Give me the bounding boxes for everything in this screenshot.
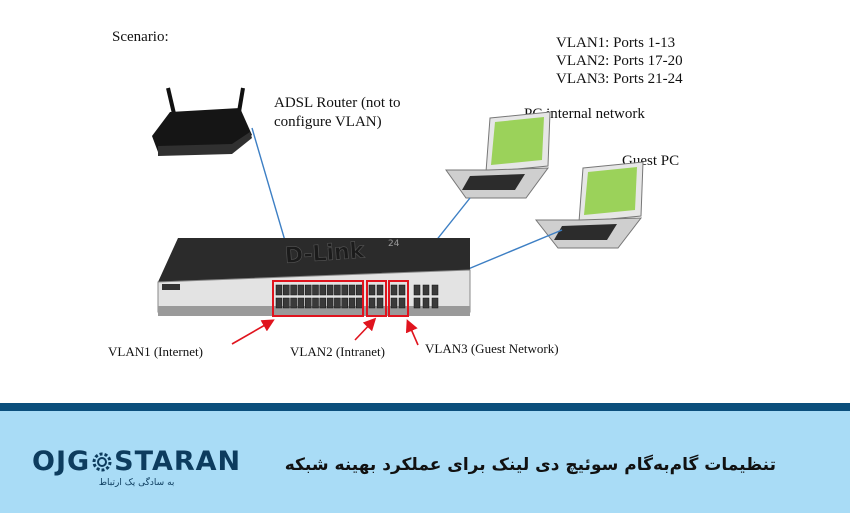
logo-tagline: به سادگی یک ارتباط (98, 478, 175, 488)
switch-port (390, 284, 398, 296)
switch-port (290, 284, 297, 296)
switch-port (304, 284, 312, 296)
switch-port (431, 284, 439, 296)
switch-port (290, 297, 297, 309)
footer-banner: OJG STARAN به سادگی یک ارتباط تنظیمات گا… (0, 411, 850, 513)
switch-port (368, 284, 376, 296)
ojgostaran-logo: OJG STARAN به سادگی یک ارتباط (32, 446, 242, 489)
vlan1-port-highlight (272, 280, 364, 317)
switch-brand-text: D-Link (284, 238, 367, 269)
switch-port (283, 297, 290, 309)
switch-port (319, 284, 327, 296)
switch-port (422, 297, 430, 309)
switch-port (413, 297, 421, 309)
switch-port (312, 284, 319, 296)
vlan3-port-highlight (388, 280, 409, 317)
diagram-graphics: D-Link 24 (152, 87, 644, 346)
switch-port (376, 284, 384, 296)
switch-port (341, 297, 348, 309)
switch-port (297, 284, 305, 296)
switch-port (283, 284, 290, 296)
switch-port (341, 284, 348, 296)
switch-port (431, 297, 439, 309)
switch-port (348, 297, 356, 309)
network-diagram: Scenario: VLAN1: Ports 1-13 VLAN2: Ports… (108, 29, 683, 359)
vlan3-label: VLAN3 (Guest Network) (425, 341, 559, 356)
switch-port (326, 284, 334, 296)
switch-port (376, 297, 384, 309)
footer-divider (0, 403, 850, 411)
vlan3-arrow (405, 319, 419, 346)
dlink-switch-icon: D-Link 24 (157, 238, 471, 316)
adsl-router-icon (152, 87, 252, 156)
vlan2-arrow (354, 317, 377, 341)
switch-port (422, 284, 430, 296)
switch-port (275, 297, 283, 309)
switch-port (326, 297, 334, 309)
vlan2-port-highlight (366, 280, 387, 317)
switch-port (413, 284, 421, 296)
switch-port (319, 297, 327, 309)
switch-port (356, 297, 363, 309)
footer-title: تنظیمات گام‌به‌گام سوئیچ دی لینک برای عم… (284, 455, 776, 475)
switch-port (398, 297, 406, 309)
logo-text-part2: STARAN (114, 446, 242, 477)
switch-port (334, 297, 341, 309)
guest-pc-laptop-icon (534, 161, 644, 249)
switch-port (398, 284, 406, 296)
vlan-list-item: VLAN2: Ports 17-20 (556, 53, 683, 69)
switch-port (334, 284, 341, 296)
gear-icon (91, 451, 113, 473)
switch-port (390, 297, 398, 309)
switch-port (297, 297, 305, 309)
pc-internal-laptop-icon (445, 111, 551, 199)
switch-port (312, 297, 319, 309)
vlan2-label: VLAN2 (Intranet) (290, 344, 385, 359)
switch-port (304, 297, 312, 309)
router-label-line2: configure VLAN) (274, 114, 382, 130)
router-label-line1: ADSL Router (not to (274, 95, 401, 111)
vlan1-arrow (231, 319, 275, 345)
switch-port (348, 284, 356, 296)
switch-port (368, 297, 376, 309)
vlan-list-item: VLAN1: Ports 1-13 (556, 35, 676, 51)
switch-port-count-text: 24 (388, 239, 400, 249)
switch-port (275, 284, 283, 296)
vlan1-label: VLAN1 (Internet) (108, 344, 203, 359)
vlan-list-item: VLAN3: Ports 21-24 (556, 71, 683, 87)
switch-port (356, 284, 363, 296)
vlan-port-list: VLAN1: Ports 1-13 VLAN2: Ports 17-20 VLA… (556, 34, 683, 88)
logo-text-part1: OJG (32, 446, 91, 477)
scenario-label: Scenario: (112, 29, 169, 45)
